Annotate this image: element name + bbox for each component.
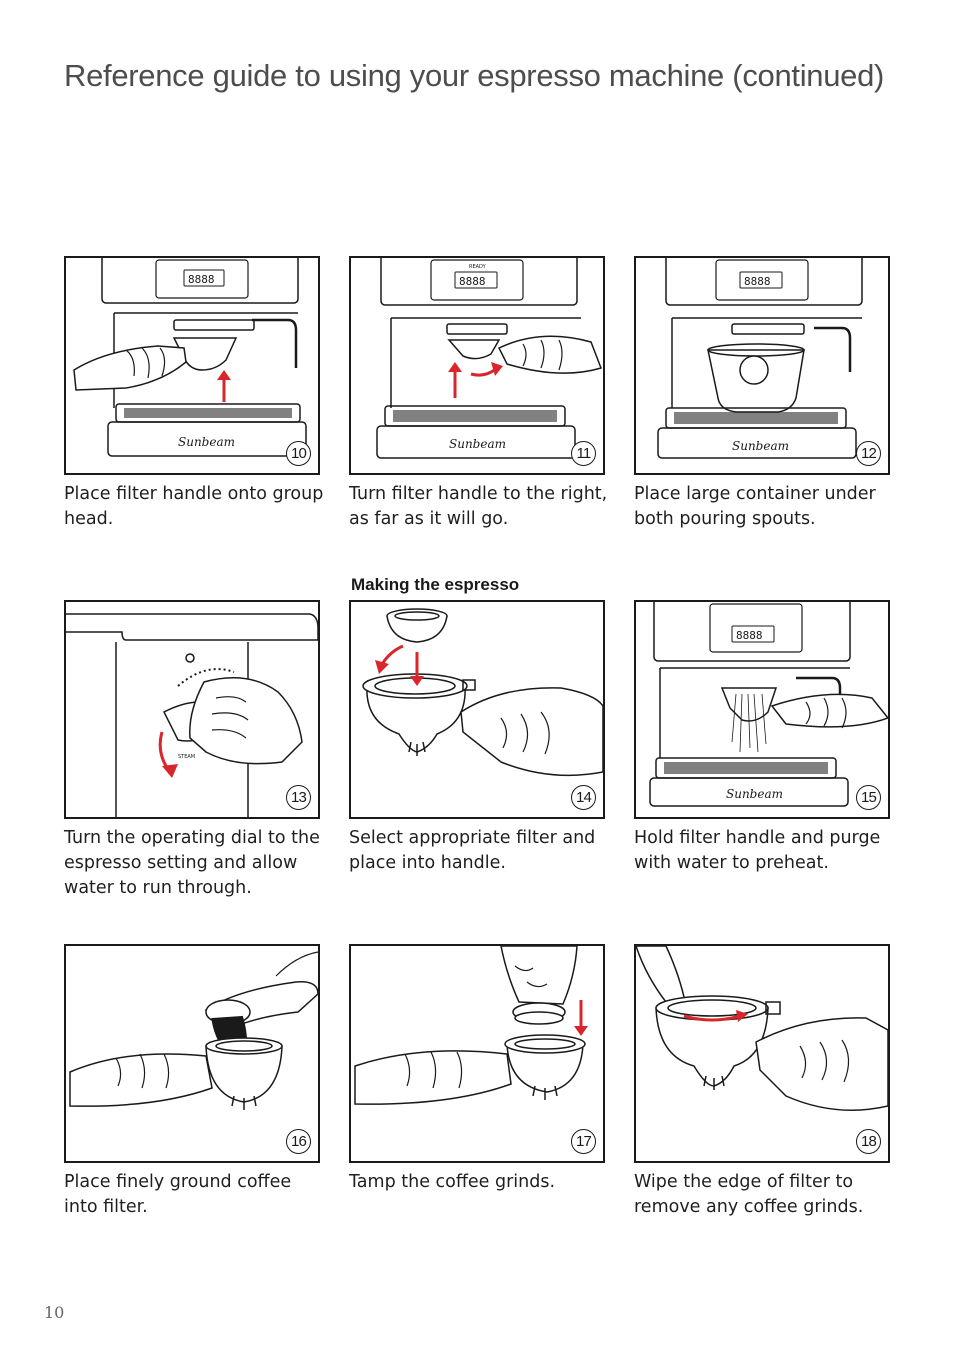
step-number-badge: 14 bbox=[571, 785, 596, 810]
step-17: 17 Tamp the coffee grinds. bbox=[349, 944, 605, 1195]
step-number-badge: 18 bbox=[856, 1129, 881, 1154]
step-number-badge: 12 bbox=[856, 441, 881, 466]
step-caption: Place finely ground coffee into filter. bbox=[64, 1172, 292, 1217]
step-15: 8888 Sunbeam 15 Hold filter handle and p… bbox=[634, 600, 890, 876]
step-13: STEAM 13 Turn the operating dial to the … bbox=[64, 600, 320, 901]
step-18-illustration: 18 bbox=[634, 944, 890, 1163]
step-number-badge: 10 bbox=[286, 441, 311, 466]
sunbeam-logo: Sunbeam bbox=[449, 437, 506, 451]
step-number-badge: 11 bbox=[571, 441, 596, 466]
step-number-badge: 16 bbox=[286, 1129, 311, 1154]
step-11: 8888 READY Sunbeam 11 Turn filter handle… bbox=[349, 256, 607, 532]
step-13-illustration: STEAM 13 bbox=[64, 600, 320, 819]
machine-display-digits: 8888 bbox=[744, 275, 771, 288]
step-caption: Turn filter handle to the right, as far … bbox=[349, 484, 608, 529]
page-title: Reference guide to using your espresso m… bbox=[64, 58, 885, 93]
machine-display-digits: 8888 bbox=[736, 629, 763, 642]
step-number-badge: 13 bbox=[286, 785, 311, 810]
step-caption: Hold filter handle and purge with water … bbox=[634, 828, 881, 873]
sunbeam-logo: Sunbeam bbox=[178, 435, 235, 449]
sunbeam-logo: Sunbeam bbox=[726, 787, 783, 801]
step-14: 14 Select appropriate filter and place i… bbox=[349, 600, 605, 876]
wipe-filter-edge-illustration bbox=[636, 946, 888, 1111]
step-caption: Tamp the coffee grinds. bbox=[349, 1172, 556, 1192]
step-11-illustration: 8888 READY Sunbeam 11 bbox=[349, 256, 605, 475]
machine-display-digits: 8888 bbox=[459, 275, 486, 288]
ground-coffee-illustration bbox=[69, 951, 318, 1110]
step-10: 8888 Sunbeam 10 Place filter handle onto… bbox=[64, 256, 323, 532]
step-12-illustration: 8888 Sunbeam 12 bbox=[634, 256, 890, 475]
purge-water-illustration: 8888 Sunbeam bbox=[649, 602, 888, 807]
step-caption: Place large container under both pouring… bbox=[634, 484, 876, 529]
select-filter-illustration bbox=[362, 608, 603, 777]
container-under-spouts-illustration: 8888 Sunbeam bbox=[657, 258, 863, 459]
step-15-illustration: 8888 Sunbeam 15 bbox=[634, 600, 890, 819]
step-caption: Wipe the edge of filter to remove any co… bbox=[634, 1172, 864, 1217]
sunbeam-logo: Sunbeam bbox=[732, 439, 789, 453]
step-caption: Turn the operating dial to the espresso … bbox=[64, 828, 320, 898]
section-heading-making-espresso: Making the espresso bbox=[351, 575, 520, 594]
step-10-illustration: 8888 Sunbeam 10 bbox=[64, 256, 320, 475]
machine-filter-handle-illustration: 8888 Sunbeam bbox=[73, 258, 307, 457]
svg-text:STEAM: STEAM bbox=[178, 754, 195, 760]
step-number-badge: 17 bbox=[571, 1129, 596, 1154]
step-12: 8888 Sunbeam 12 Place large container un… bbox=[634, 256, 890, 532]
step-16: 16 Place finely ground coffee into filte… bbox=[64, 944, 320, 1220]
turn-filter-handle-illustration: 8888 READY Sunbeam bbox=[376, 258, 602, 459]
step-caption: Select appropriate filter and place into… bbox=[349, 828, 596, 873]
step-caption: Place filter handle onto group head. bbox=[64, 484, 324, 529]
step-number-badge: 15 bbox=[856, 785, 881, 810]
machine-display-digits: 8888 bbox=[188, 273, 215, 286]
step-14-illustration: 14 bbox=[349, 600, 605, 819]
operating-dial-illustration: STEAM bbox=[66, 613, 318, 817]
step-16-illustration: 16 bbox=[64, 944, 320, 1163]
ready-label: READY bbox=[469, 264, 487, 270]
step-17-illustration: 17 bbox=[349, 944, 605, 1163]
step-18: 18 Wipe the edge of filter to remove any… bbox=[634, 944, 890, 1220]
page-number: 10 bbox=[44, 1303, 65, 1322]
tamp-coffee-illustration bbox=[354, 946, 588, 1105]
